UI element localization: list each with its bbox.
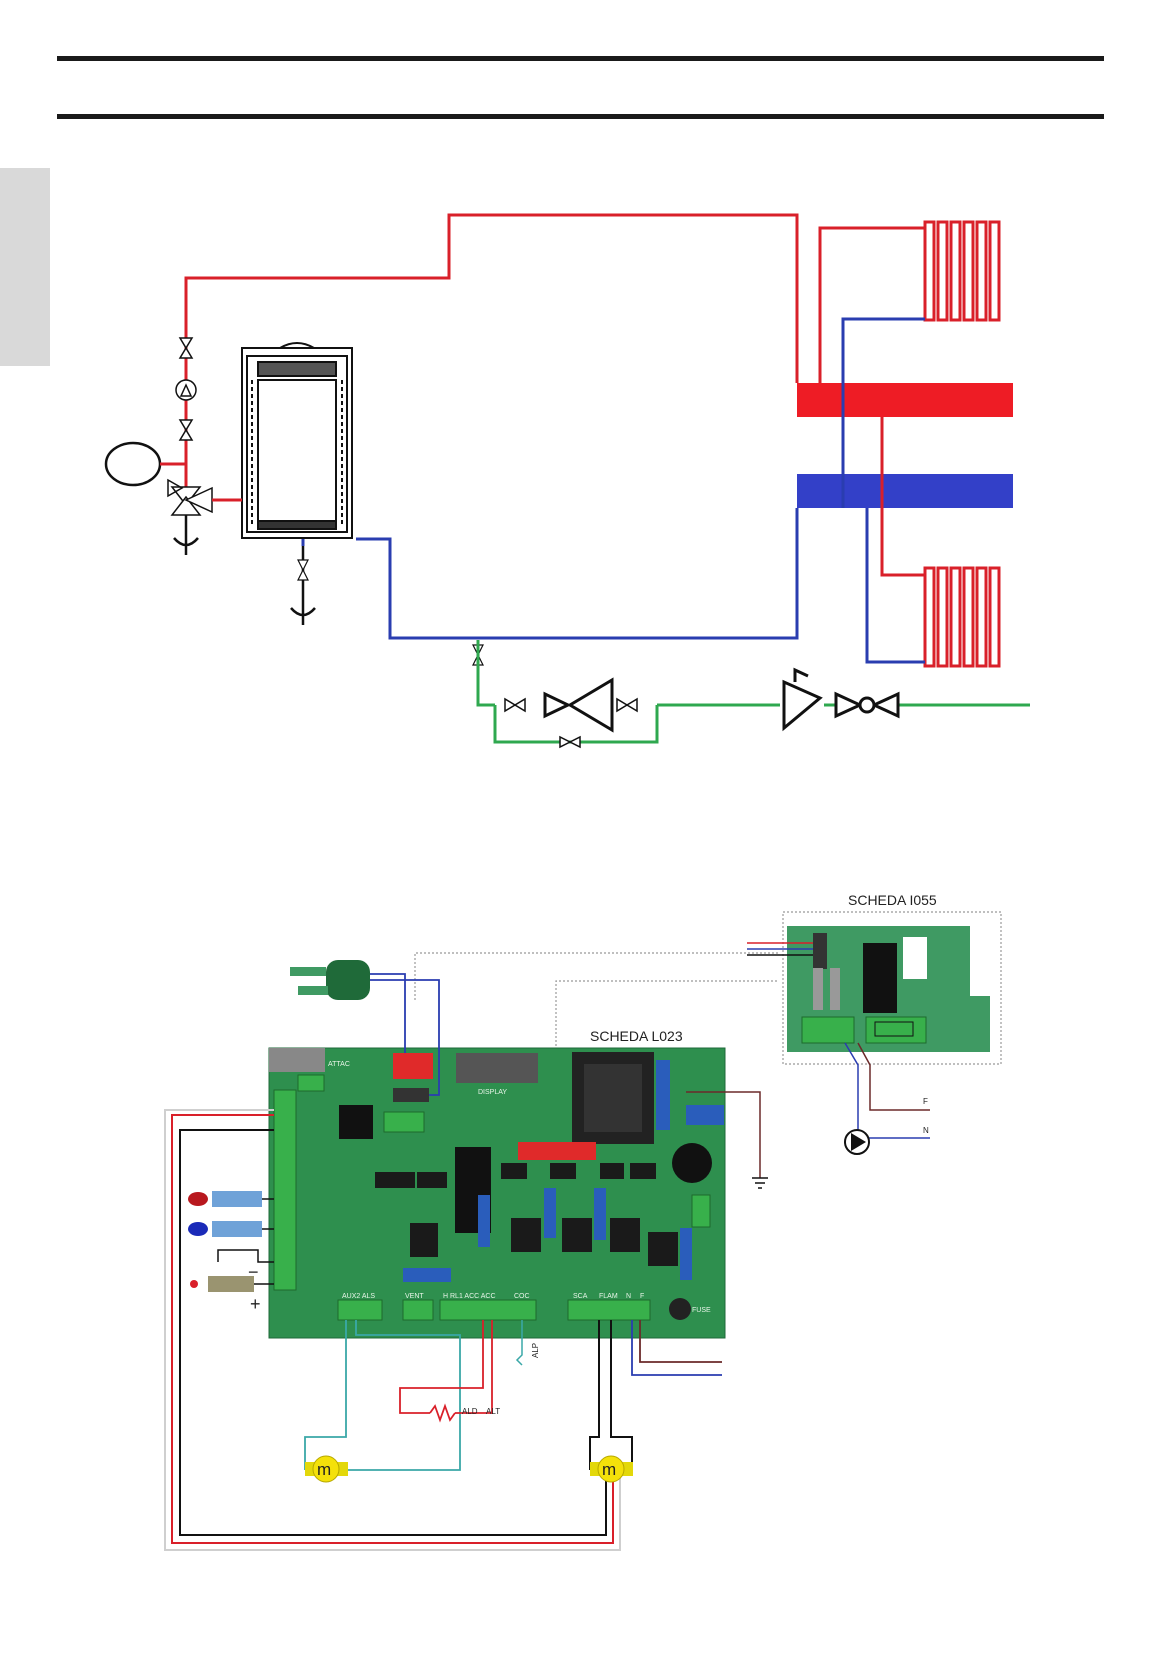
svg-text:FUSE: FUSE xyxy=(692,1307,711,1314)
phase-label: F xyxy=(923,1097,928,1106)
board-main-label: SCHEDA L023 xyxy=(590,1028,683,1044)
svg-text:ATTAC: ATTAC xyxy=(328,1061,350,1068)
neutral-label: N xyxy=(923,1126,929,1135)
pump-symbol xyxy=(845,1130,869,1154)
motor-fan: m xyxy=(590,1456,633,1482)
svg-text:F: F xyxy=(640,1293,644,1300)
svg-text:VENT: VENT xyxy=(405,1293,424,1300)
pressure-sensor xyxy=(326,960,370,1000)
minus-sign: − xyxy=(248,1262,259,1282)
svg-text:DISPLAY: DISPLAY xyxy=(478,1089,507,1096)
svg-text:ALD: ALD xyxy=(462,1407,478,1416)
svg-text:AUX2 ALS: AUX2 ALS xyxy=(342,1293,375,1300)
probe-thermocouple xyxy=(190,1276,254,1292)
svg-text:m: m xyxy=(602,1460,616,1479)
svg-text:m: m xyxy=(317,1460,331,1479)
svg-text:FLAM: FLAM xyxy=(599,1293,618,1300)
resistor xyxy=(430,1406,455,1420)
svg-text:COC: COC xyxy=(514,1293,530,1300)
alp-label: ALP xyxy=(531,1343,540,1358)
board-aux-label: SCHEDA I055 xyxy=(848,892,937,908)
svg-text:SCA: SCA xyxy=(573,1293,588,1300)
probe-blue xyxy=(188,1221,262,1237)
probe-red xyxy=(188,1191,262,1207)
motor-auger: m xyxy=(305,1456,348,1482)
svg-text:ALT: ALT xyxy=(486,1407,500,1416)
plus-sign: + xyxy=(250,1294,261,1314)
svg-text:N: N xyxy=(626,1293,631,1300)
svg-text:H RL1 ACC ACC: H RL1 ACC ACC xyxy=(443,1293,496,1300)
